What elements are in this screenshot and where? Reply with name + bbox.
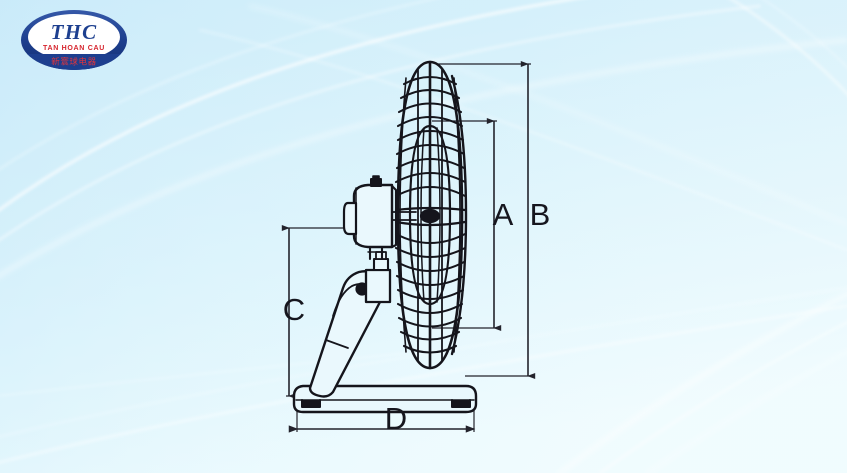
dimension-label-B: B: [530, 197, 551, 232]
dimension-label-A: A: [493, 197, 514, 232]
dimension-label-C: C: [283, 292, 305, 327]
dimension-B: [438, 60, 536, 380]
motor-housing: [342, 175, 398, 261]
brand-logo: 新寰球电器 THC TAN HOAN CAU: [21, 10, 127, 70]
logo-chinese-text: 新寰球电器: [51, 57, 97, 68]
fan-assembly: [292, 60, 478, 414]
logo-bottom-band: 新寰球电器: [21, 54, 127, 70]
top-knob: [370, 175, 382, 187]
dimension-label-D: D: [385, 401, 407, 436]
logo-field: [28, 14, 120, 60]
logo-brand-name: TAN HOAN CAU: [43, 45, 105, 52]
fan-cage: [391, 60, 468, 370]
logo-initials: THC: [51, 20, 98, 44]
